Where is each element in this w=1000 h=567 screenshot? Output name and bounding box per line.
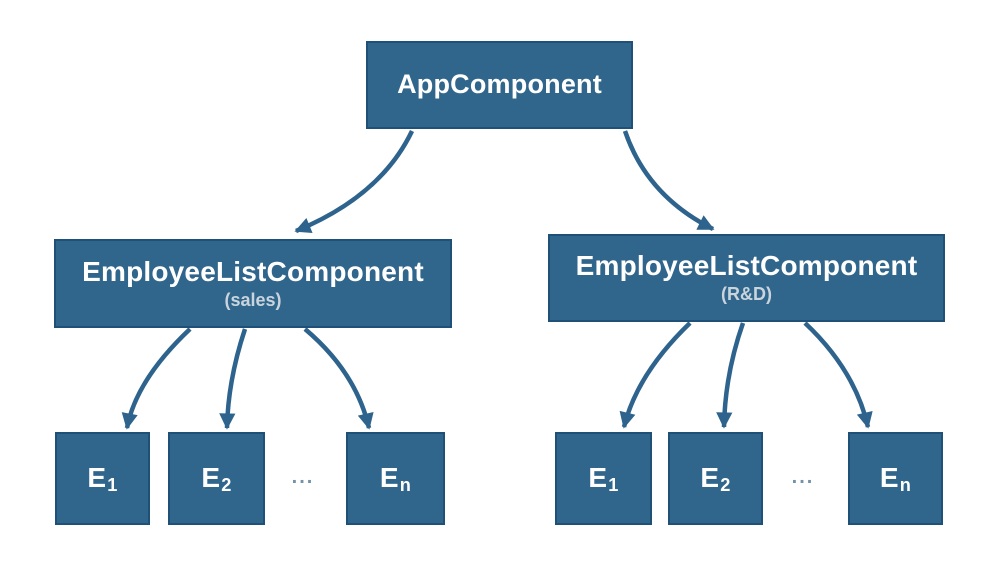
node-sales-en: En (346, 432, 445, 525)
node-sublabel: (sales) (224, 289, 282, 310)
node-rnd-e1: E1 (555, 432, 652, 525)
arrow-sales-to-e1 (121, 327, 192, 430)
node-sales-e2: E2 (168, 432, 265, 525)
node-label: AppComponent (397, 69, 602, 100)
node-sublabel: (R&D) (721, 284, 772, 305)
node-label: En (379, 462, 412, 495)
node-employee-list-rnd: EmployeeListComponent (R&D) (548, 234, 945, 322)
node-label: EmployeeListComponent (82, 255, 424, 287)
arrow-root-to-sales (294, 130, 415, 234)
arrow-sales-to-e2 (219, 328, 248, 430)
arrow-sales-to-en (303, 327, 374, 430)
node-app-component: AppComponent (366, 41, 633, 129)
node-label: E1 (87, 462, 118, 495)
ellipsis-sales: ... (291, 466, 315, 488)
node-label: E2 (201, 462, 232, 495)
arrow-rnd-to-e1 (619, 321, 692, 429)
arrow-rnd-to-e2 (716, 322, 746, 429)
node-label: E2 (700, 462, 731, 495)
arrow-root-to-rnd (622, 130, 715, 232)
node-sales-e1: E1 (55, 432, 150, 525)
node-label: E1 (588, 462, 619, 495)
ellipsis-rnd: ... (791, 466, 815, 488)
arrow-rnd-to-en (803, 321, 873, 429)
node-employee-list-sales: EmployeeListComponent (sales) (54, 239, 452, 328)
node-rnd-en: En (848, 432, 943, 525)
node-label: EmployeeListComponent (575, 250, 918, 282)
node-label: En (879, 462, 912, 495)
node-rnd-e2: E2 (668, 432, 763, 525)
